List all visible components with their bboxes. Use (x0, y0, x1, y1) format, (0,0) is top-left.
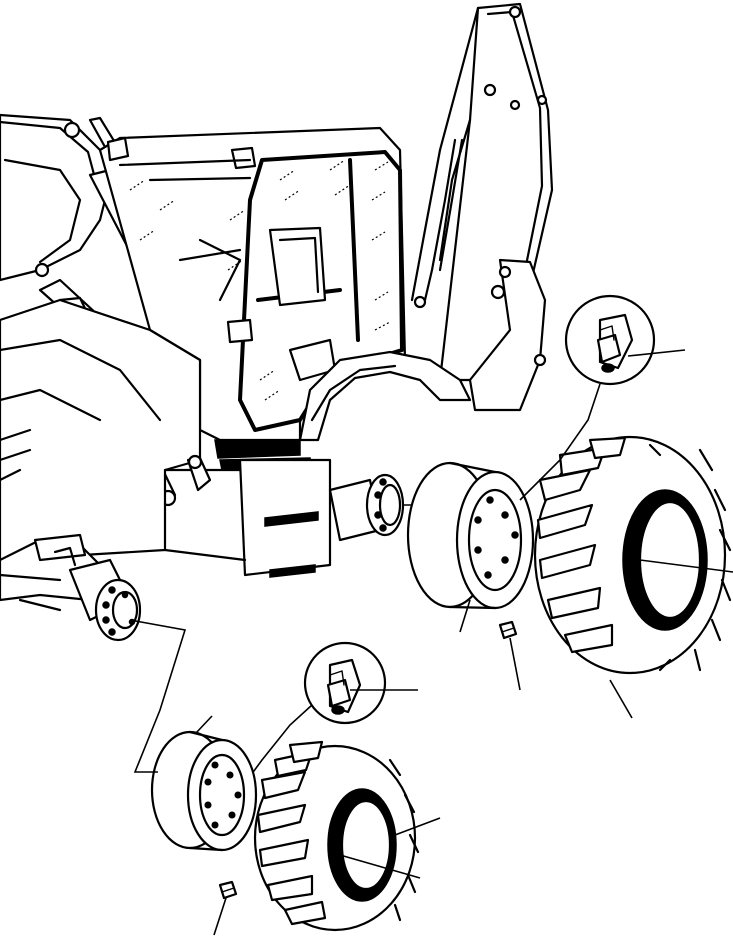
front-axle (0, 533, 142, 642)
front-valve-detail-circle (239, 641, 387, 791)
front-wheel-nut (218, 880, 238, 900)
rear-valve-detail-circle (519, 294, 656, 501)
rear-wheel-nut (498, 620, 518, 640)
backhoe-boom (410, 2, 554, 412)
chassis-body (0, 298, 332, 578)
rear-tire (533, 435, 732, 675)
rear-fender (298, 350, 472, 442)
operator-cab (98, 126, 407, 471)
rear-wheel-rim (406, 461, 535, 610)
rear-axle-hub (328, 473, 431, 542)
front-wheel-rim (150, 730, 258, 852)
front-tire (253, 740, 420, 932)
leader-lines (129, 349, 733, 936)
